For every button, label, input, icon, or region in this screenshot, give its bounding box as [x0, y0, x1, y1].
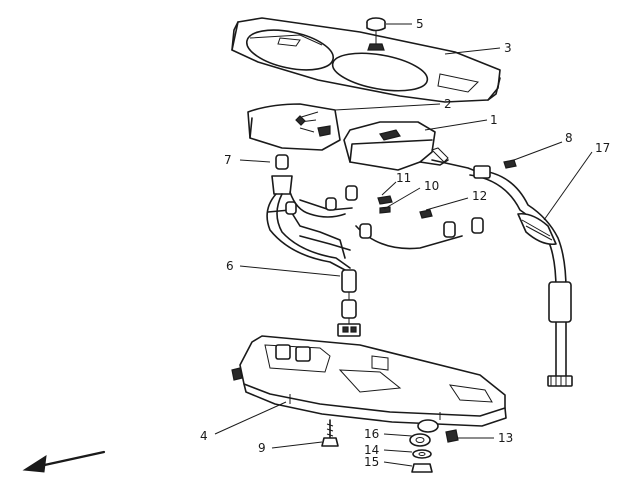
callout-16: 16 [364, 427, 379, 441]
part-4-meter-case [231, 335, 507, 427]
part-7-bulb [271, 154, 293, 195]
callout-14: 14 [364, 443, 379, 457]
part-6-connector [337, 269, 361, 337]
callout-12: 12 [472, 189, 487, 203]
callout-17: 17 [595, 141, 610, 155]
part-17-speedometer-cable [431, 159, 573, 387]
part-5-cap [366, 17, 386, 51]
callout-8: 8 [565, 131, 573, 145]
callout-10: 10 [424, 179, 439, 193]
wiring-harness [266, 185, 484, 271]
callout-6: 6 [226, 259, 234, 273]
part-3-meter-cover [231, 17, 501, 103]
front-direction-arrow-icon [22, 450, 106, 473]
callout-2: 2 [444, 97, 452, 111]
callout-11: 11 [396, 171, 411, 185]
leader-lines [214, 23, 593, 467]
callout-5: 5 [416, 17, 424, 31]
grommet-stack [409, 419, 459, 473]
part-9-bolt [321, 419, 339, 447]
callout-1: 1 [490, 113, 498, 127]
callout-13: 13 [498, 431, 513, 445]
part-2-meter-face [247, 103, 341, 151]
callout-labels: 5 3 2 1 8 17 7 11 10 12 6 4 9 16 13 14 1… [200, 17, 610, 469]
callout-7: 7 [224, 153, 232, 167]
callout-4: 4 [200, 429, 208, 443]
callout-3: 3 [504, 41, 512, 55]
callout-9: 9 [258, 441, 266, 455]
part-1-meter-assembly [343, 121, 449, 171]
callout-15: 15 [364, 455, 379, 469]
